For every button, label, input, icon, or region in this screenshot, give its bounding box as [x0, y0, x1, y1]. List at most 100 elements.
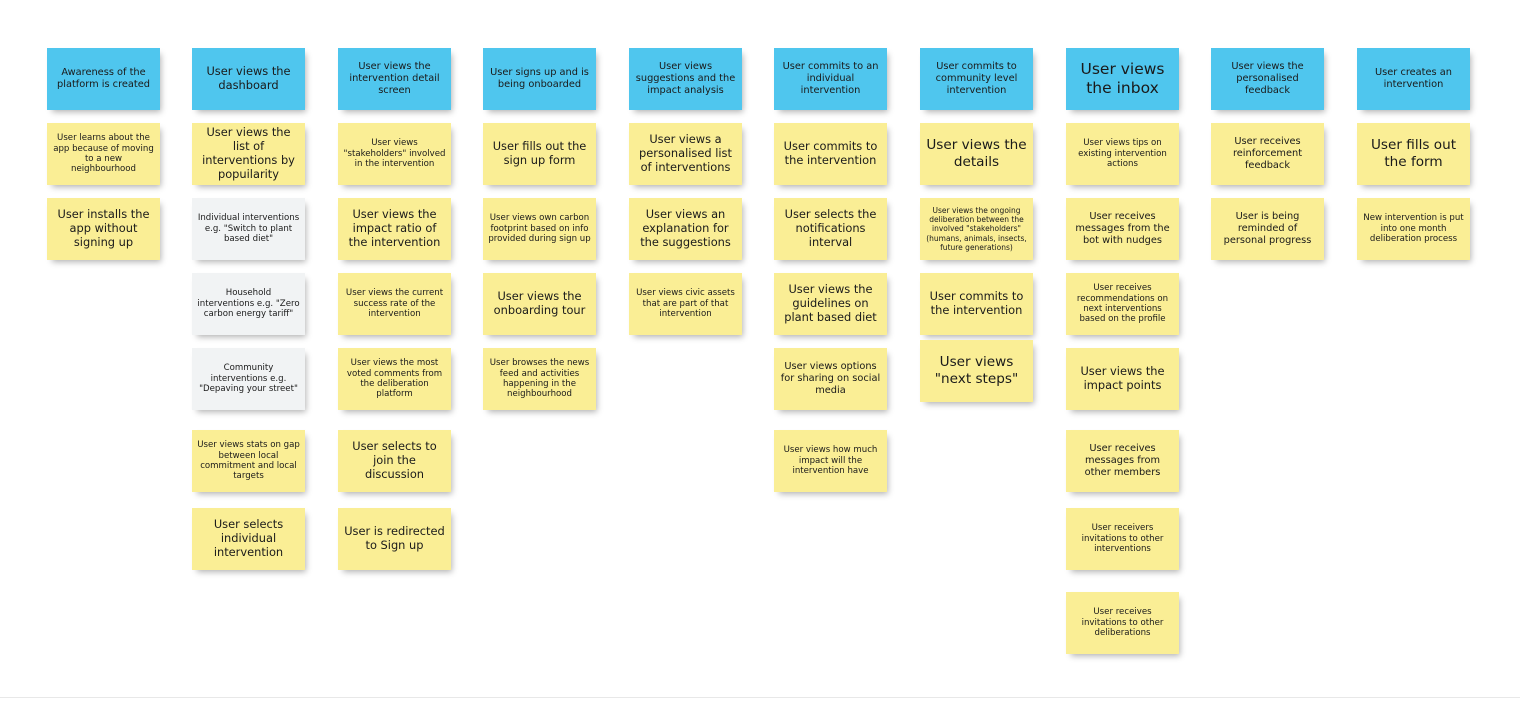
activity-card-label: User views the dashboard: [206, 64, 291, 92]
activity-card-label: User views suggestions and the impact an…: [635, 61, 736, 96]
story-card-label: User installs the app without signing up: [57, 207, 150, 249]
story-card-label: User views civic assets that are part of…: [636, 288, 735, 320]
story-card-suggestions-impact-0[interactable]: User views a personalised list of interv…: [629, 123, 742, 185]
story-card-label: User commits to the intervention: [783, 139, 878, 167]
activity-card-inbox[interactable]: User views the inbox: [1066, 48, 1179, 110]
story-card-create-intervention-1[interactable]: New intervention is put into one month d…: [1357, 198, 1470, 260]
bottom-divider: [0, 697, 1520, 698]
story-card-label: User fills out the form: [1370, 137, 1457, 170]
story-card-individual-intervention-4[interactable]: User views how much impact will the inte…: [774, 430, 887, 492]
story-card-intervention-detail-3[interactable]: User views the most voted comments from …: [338, 348, 451, 410]
story-card-individual-intervention-2[interactable]: User views the guidelines on plant based…: [774, 273, 887, 335]
story-card-dashboard-5[interactable]: User selects individual intervention: [192, 508, 305, 570]
story-card-label: User views the guidelines on plant based…: [784, 282, 877, 324]
story-card-community-intervention-1[interactable]: User views the ongoing deliberation betw…: [920, 198, 1033, 260]
story-card-dashboard-0[interactable]: User views the list of interventions by …: [192, 123, 305, 185]
activity-card-community-intervention[interactable]: User commits to community level interven…: [920, 48, 1033, 110]
activity-card-label: User commits to community level interven…: [935, 61, 1018, 96]
story-card-label: User learns about the app because of mov…: [53, 133, 154, 175]
story-card-awareness-0[interactable]: User learns about the app because of mov…: [47, 123, 160, 185]
detail-card-dashboard-3[interactable]: Community interventions e.g. "Depaving y…: [192, 348, 305, 410]
story-card-intervention-detail-0[interactable]: User views "stakeholders" involved in th…: [338, 123, 451, 185]
story-card-label: User selects the notifications interval: [784, 207, 877, 249]
activity-card-individual-intervention[interactable]: User commits to an individual interventi…: [774, 48, 887, 110]
activity-card-intervention-detail[interactable]: User views the intervention detail scree…: [338, 48, 451, 110]
story-card-individual-intervention-1[interactable]: User selects the notifications interval: [774, 198, 887, 260]
story-card-inbox-0[interactable]: User views tips on existing intervention…: [1066, 123, 1179, 185]
story-card-label: User receives messages from other member…: [1084, 443, 1161, 478]
activity-card-awareness[interactable]: Awareness of the platform is created: [47, 48, 160, 110]
story-card-create-intervention-0[interactable]: User fills out the form: [1357, 123, 1470, 185]
story-card-label: User selects individual intervention: [213, 517, 284, 559]
story-card-label: User views the current success rate of t…: [345, 288, 444, 320]
story-card-label: User commits to the intervention: [929, 289, 1024, 317]
story-card-label: User views how much impact will the inte…: [783, 445, 878, 477]
story-card-awareness-1[interactable]: User installs the app without signing up: [47, 198, 160, 260]
story-card-label: User views own carbon footprint based on…: [488, 213, 591, 245]
activity-card-label: User signs up and is being onboarded: [490, 67, 589, 90]
story-card-label: User views the list of interventions by …: [202, 125, 295, 181]
story-card-label: User receives messages from the bot with…: [1075, 211, 1170, 246]
story-card-community-intervention-3[interactable]: User views "next steps": [920, 340, 1033, 402]
story-card-label: User browses the news feed and activitie…: [489, 358, 590, 400]
story-card-label: User fills out the sign up form: [492, 139, 587, 167]
story-card-community-intervention-2[interactable]: User commits to the intervention: [920, 273, 1033, 335]
detail-card-label: Household interventions e.g. "Zero carbo…: [197, 288, 300, 320]
activity-card-label: User views the intervention detail scree…: [349, 61, 440, 96]
story-card-personalised-feedback-1[interactable]: User is being reminded of personal progr…: [1211, 198, 1324, 260]
story-card-dashboard-4[interactable]: User views stats on gap between local co…: [192, 430, 305, 492]
story-card-sign-up-onboarding-1[interactable]: User views own carbon footprint based on…: [483, 198, 596, 260]
story-card-label: User views the ongoing deliberation betw…: [926, 206, 1027, 252]
story-card-label: User views the onboarding tour: [493, 289, 586, 317]
story-card-label: User views a personalised list of interv…: [639, 132, 732, 174]
activity-card-dashboard[interactable]: User views the dashboard: [192, 48, 305, 110]
story-card-inbox-5[interactable]: User receivers invitations to other inte…: [1066, 508, 1179, 570]
story-card-label: User views tips on existing intervention…: [1078, 138, 1167, 170]
story-card-inbox-3[interactable]: User views the impact points: [1066, 348, 1179, 410]
story-card-intervention-detail-1[interactable]: User views the impact ratio of the inter…: [338, 198, 451, 260]
story-card-label: New intervention is put into one month d…: [1363, 213, 1464, 245]
activity-card-label: User commits to an individual interventi…: [782, 61, 879, 96]
detail-card-dashboard-2[interactable]: Household interventions e.g. "Zero carbo…: [192, 273, 305, 335]
activity-card-label: User creates an intervention: [1375, 67, 1452, 90]
story-card-label: User views an explanation for the sugges…: [640, 207, 731, 249]
story-card-label: User views stats on gap between local co…: [197, 440, 300, 482]
detail-card-label: Individual interventions e.g. "Switch to…: [197, 213, 300, 245]
story-card-personalised-feedback-0[interactable]: User receives reinforcement feedback: [1211, 123, 1324, 185]
story-card-label: User views the impact ratio of the inter…: [348, 207, 441, 249]
story-card-label: User views "stakeholders" involved in th…: [343, 138, 446, 170]
story-card-individual-intervention-3[interactable]: User views options for sharing on social…: [774, 348, 887, 410]
story-card-label: User views the details: [926, 137, 1027, 170]
story-card-label: User receives recommendations on next in…: [1076, 283, 1169, 325]
detail-card-dashboard-1[interactable]: Individual interventions e.g. "Switch to…: [192, 198, 305, 260]
activity-card-label: User views the personalised feedback: [1231, 61, 1304, 96]
story-card-inbox-1[interactable]: User receives messages from the bot with…: [1066, 198, 1179, 260]
story-card-label: User views the most voted comments from …: [346, 358, 443, 400]
story-card-inbox-2[interactable]: User receives recommendations on next in…: [1066, 273, 1179, 335]
story-card-label: User is redirected to Sign up: [344, 524, 445, 552]
story-card-inbox-4[interactable]: User receives messages from other member…: [1066, 430, 1179, 492]
story-card-label: User receivers invitations to other inte…: [1081, 523, 1164, 555]
story-card-suggestions-impact-1[interactable]: User views an explanation for the sugges…: [629, 198, 742, 260]
story-card-intervention-detail-2[interactable]: User views the current success rate of t…: [338, 273, 451, 335]
story-card-intervention-detail-5[interactable]: User is redirected to Sign up: [338, 508, 451, 570]
activity-card-sign-up-onboarding[interactable]: User signs up and is being onboarded: [483, 48, 596, 110]
story-card-suggestions-impact-2[interactable]: User views civic assets that are part of…: [629, 273, 742, 335]
story-card-label: User receives invitations to other delib…: [1081, 607, 1164, 639]
story-card-sign-up-onboarding-3[interactable]: User browses the news feed and activitie…: [483, 348, 596, 410]
story-card-sign-up-onboarding-2[interactable]: User views the onboarding tour: [483, 273, 596, 335]
story-card-label: User views "next steps": [934, 354, 1019, 387]
story-card-community-intervention-0[interactable]: User views the details: [920, 123, 1033, 185]
story-card-sign-up-onboarding-0[interactable]: User fills out the sign up form: [483, 123, 596, 185]
story-card-intervention-detail-4[interactable]: User selects to join the discussion: [338, 430, 451, 492]
story-card-label: User receives reinforcement feedback: [1232, 136, 1303, 171]
story-card-individual-intervention-0[interactable]: User commits to the intervention: [774, 123, 887, 185]
detail-card-label: Community interventions e.g. "Depaving y…: [199, 363, 298, 395]
story-card-label: User selects to join the discussion: [352, 439, 437, 481]
activity-card-create-intervention[interactable]: User creates an intervention: [1357, 48, 1470, 110]
activity-card-personalised-feedback[interactable]: User views the personalised feedback: [1211, 48, 1324, 110]
activity-card-label: User views the inbox: [1080, 60, 1165, 97]
story-card-inbox-6[interactable]: User receives invitations to other delib…: [1066, 592, 1179, 654]
activity-card-suggestions-impact[interactable]: User views suggestions and the impact an…: [629, 48, 742, 110]
